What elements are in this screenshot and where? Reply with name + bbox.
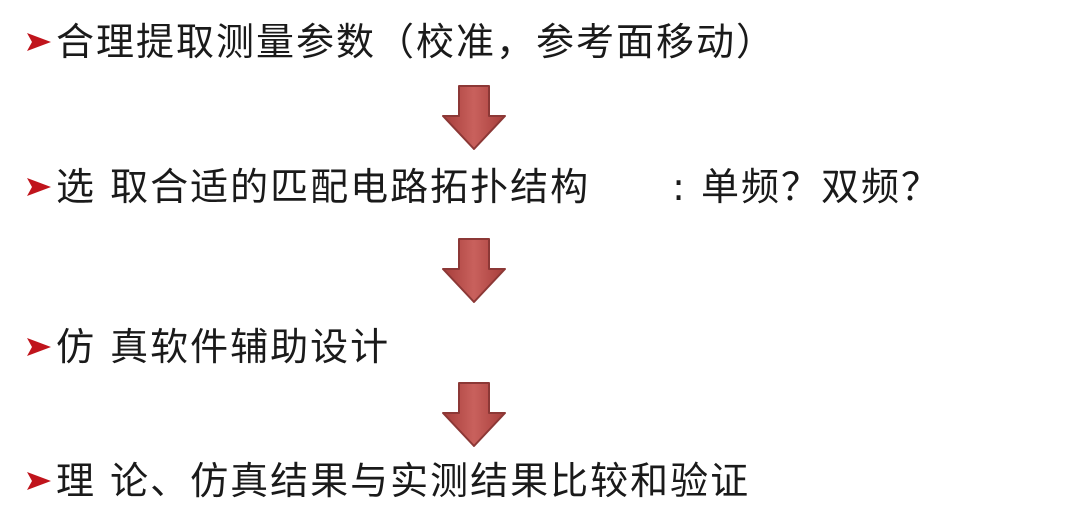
down-arrow-icon xyxy=(442,85,506,150)
step-2: 选 取合适的匹配电路拓扑结构 : 单频？双频？ xyxy=(24,159,941,215)
step-2-text: 选 取合适的匹配电路拓扑结构 xyxy=(56,165,591,209)
step-4: 理 论、仿真结果与实测结果比较和验证 xyxy=(24,453,750,509)
step-1-text: 合理提取测量参数（校准，参考面移动） xyxy=(56,20,777,64)
down-arrow-icon xyxy=(442,382,506,447)
step-4-text: 理 论、仿真结果与实测结果比较和验证 xyxy=(56,459,751,503)
down-arrow-icon xyxy=(442,238,506,303)
bullet-arrowhead-icon xyxy=(27,178,51,196)
bullet-arrowhead-icon xyxy=(27,472,51,490)
bullet-arrowhead-icon xyxy=(27,338,51,356)
step-2-question: : 单频？双频？ xyxy=(672,165,941,209)
bullet-arrowhead-icon xyxy=(27,33,51,51)
step-1: 合理提取测量参数（校准，参考面移动） xyxy=(24,14,776,70)
step-3: 仿 真软件辅助设计 xyxy=(24,319,390,375)
step-3-text: 仿 真软件辅助设计 xyxy=(56,325,391,369)
